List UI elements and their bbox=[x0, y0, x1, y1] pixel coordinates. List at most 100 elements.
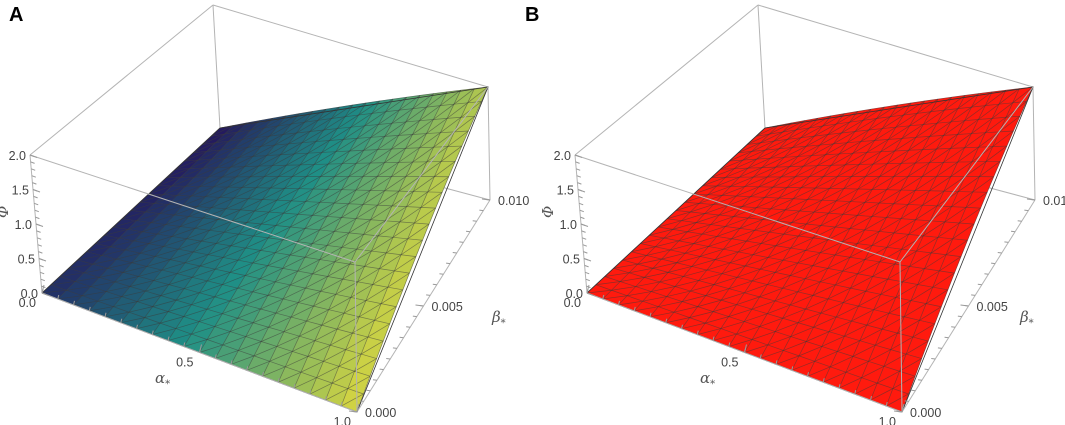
y-minor-tick bbox=[1010, 230, 1016, 233]
y-minor-tick bbox=[412, 315, 417, 318]
x-minor-tick bbox=[665, 318, 668, 323]
mesh-diagonal bbox=[744, 239, 968, 353]
z-minor-tick bbox=[582, 237, 587, 240]
box-edge-back-right bbox=[1032, 86, 1036, 201]
z-minor-tick bbox=[37, 244, 42, 247]
z-minor-tick bbox=[32, 182, 37, 185]
x-minor-tick bbox=[901, 407, 904, 413]
y-minor-tick bbox=[459, 241, 464, 243]
z-tick-label: 1.0 bbox=[560, 218, 577, 232]
x-minor-tick bbox=[822, 378, 825, 383]
mesh-diagonal bbox=[341, 393, 364, 407]
mesh-diagonal bbox=[73, 115, 476, 306]
mesh-diagonal bbox=[738, 120, 805, 154]
x-tick-label: 1.0 bbox=[334, 415, 351, 425]
mesh-diagonal bbox=[838, 340, 929, 389]
x-axis-symbol-b: α bbox=[700, 369, 710, 387]
mesh-diagonal bbox=[675, 104, 898, 211]
mesh-diagonal bbox=[157, 111, 313, 187]
y-minor-tick bbox=[452, 252, 457, 254]
mesh-diagonal bbox=[166, 113, 300, 178]
y-axis-symbol-a: β bbox=[491, 308, 501, 326]
y-minor-tick bbox=[446, 262, 451, 265]
mesh-diagonal bbox=[634, 130, 1014, 312]
x-minor-tick bbox=[838, 384, 841, 389]
z-minor-tick bbox=[37, 237, 42, 240]
mesh-diagonal bbox=[649, 98, 939, 236]
x-minor-tick bbox=[586, 288, 589, 294]
z-minor-tick bbox=[581, 230, 586, 233]
x-minor-tick bbox=[681, 324, 683, 329]
y-minor-tick bbox=[352, 411, 358, 413]
z-minor-tick bbox=[41, 292, 47, 295]
mesh-diagonal bbox=[50, 88, 475, 286]
panel-label-b: B bbox=[525, 4, 539, 26]
mesh-diagonal bbox=[183, 223, 430, 347]
x-minor-tick bbox=[104, 312, 107, 317]
y-minor-tick bbox=[957, 315, 962, 318]
z-minor-tick bbox=[579, 202, 584, 206]
z-minor-tick bbox=[584, 264, 589, 268]
mesh-diagonal bbox=[199, 239, 423, 353]
mesh-diagonal bbox=[649, 145, 1008, 318]
x-minor-tick bbox=[309, 390, 312, 395]
mesh-diagonal bbox=[886, 393, 909, 407]
z-minor-tick bbox=[34, 209, 39, 213]
y-minor-tick bbox=[406, 326, 411, 328]
mesh-diagonal bbox=[122, 102, 367, 220]
mesh-diagonal bbox=[193, 120, 260, 154]
x-minor-tick bbox=[633, 306, 636, 311]
y-minor-tick bbox=[465, 230, 471, 233]
mesh-diagonal bbox=[684, 106, 885, 203]
z-minor-tick bbox=[585, 271, 590, 275]
z-tick-label: 2.0 bbox=[9, 149, 26, 163]
mesh-diagonal bbox=[309, 358, 377, 395]
y-minor-tick bbox=[426, 294, 431, 296]
y-minor-tick bbox=[1030, 199, 1036, 201]
y-minor-tick bbox=[931, 358, 936, 360]
x-tick-label: 0.5 bbox=[721, 356, 738, 370]
mesh-diagonal bbox=[807, 306, 942, 377]
mesh-diagonal bbox=[104, 98, 394, 236]
mesh-diagonal bbox=[658, 100, 925, 228]
mesh-diagonal bbox=[104, 145, 463, 318]
mesh-diagonal bbox=[130, 104, 353, 211]
x-minor-tick bbox=[41, 288, 44, 294]
mesh-diagonal bbox=[728, 223, 975, 347]
x-minor-tick bbox=[356, 407, 359, 413]
mesh-diagonal bbox=[325, 375, 371, 401]
box-edge-back-right bbox=[487, 86, 491, 201]
surface-b bbox=[586, 86, 1034, 413]
x-axis-label-a: α* bbox=[155, 369, 170, 390]
z-axis-label-a: Φ bbox=[0, 206, 12, 218]
box-edge-back-vertical bbox=[212, 4, 221, 129]
mesh-diagonal bbox=[775, 272, 955, 365]
z-minor-tick bbox=[577, 189, 583, 192]
mesh-diagonal bbox=[77, 93, 434, 261]
y-axis-label-a: β* bbox=[491, 308, 506, 329]
box-edge-front-top bbox=[574, 154, 901, 263]
x-minor-tick bbox=[744, 348, 746, 353]
box-edge-front-right-vertical bbox=[354, 261, 358, 413]
mesh-diagonal bbox=[167, 207, 436, 341]
mesh-diagonal bbox=[95, 96, 407, 244]
y-minor-tick bbox=[991, 262, 996, 265]
z-minor-tick bbox=[574, 154, 580, 157]
mesh-diagonal bbox=[262, 306, 397, 377]
x-minor-tick bbox=[602, 294, 605, 300]
box-edge-back-top-left bbox=[29, 4, 214, 156]
z-minor-tick bbox=[35, 216, 40, 220]
y-minor-tick bbox=[997, 252, 1002, 254]
y-minor-tick bbox=[419, 305, 424, 307]
z-minor-tick bbox=[583, 258, 589, 261]
box-edge-right-top bbox=[354, 86, 489, 263]
y-tick-label: 0.005 bbox=[432, 300, 463, 314]
y-tick-label: 0.010 bbox=[1043, 194, 1065, 208]
x-minor-tick bbox=[73, 300, 75, 306]
y-minor-tick bbox=[392, 347, 397, 349]
surface-a bbox=[41, 86, 489, 413]
mesh-diagonal bbox=[681, 176, 994, 330]
y-minor-tick bbox=[964, 305, 969, 307]
x-axis-label-b: α* bbox=[700, 369, 715, 390]
